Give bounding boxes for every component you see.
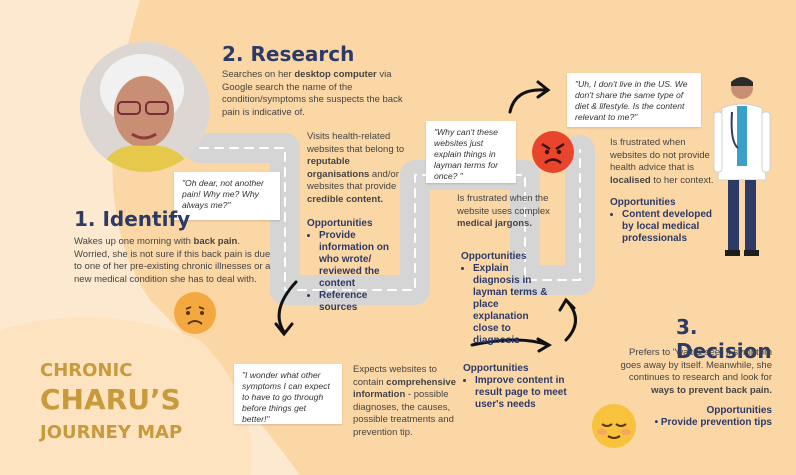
relieved-face-icon xyxy=(592,404,636,448)
jargon-opportunities: Opportunities Explain diagnosis in layma… xyxy=(461,251,551,347)
sad-face-icon xyxy=(174,292,216,334)
jargon-quote: "Why can't these websites just explain t… xyxy=(434,127,498,181)
research-description: Searches on her desktop computer via Goo… xyxy=(222,69,403,118)
decision-opportunities: Opportunities • Provide prevention tips xyxy=(640,405,772,429)
woman-portrait-icon xyxy=(80,42,210,172)
map-title-line1: CHRONIC xyxy=(40,360,133,381)
identify-heading: 1. Identify xyxy=(74,207,191,231)
identify-description: Wakes up one morning with back pain. Wor… xyxy=(74,236,271,285)
journey-road xyxy=(185,133,595,305)
localisation-text: Is frustrated when websites do not provi… xyxy=(610,137,714,186)
avatar-photo xyxy=(80,42,210,172)
comprehensive-text: Expects websites to contain comprehensiv… xyxy=(353,364,456,438)
opportunity-item: Improve content in result page to meet u… xyxy=(475,375,573,411)
angry-face-icon xyxy=(532,131,574,173)
opportunity-item: • Provide prevention tips xyxy=(654,417,772,428)
localisation-quote-bubble: "Uh, I don't live in the US. We don't sh… xyxy=(567,73,701,127)
identify-quote-bubble: "Oh dear, not another pain! Why me? Why … xyxy=(174,172,280,220)
comprehensive-quote: "I wonder what other symptoms I can expe… xyxy=(242,370,330,424)
decision-heading: 3. Decision xyxy=(676,315,772,363)
opportunity-item: Provide information on who wrote/ review… xyxy=(319,230,407,290)
opportunity-item: Content developed by local medical profe… xyxy=(622,209,720,245)
jargon-quote-bubble: "Why can't these websites just explain t… xyxy=(426,121,516,183)
map-title-line3: JOURNEY MAP xyxy=(40,422,183,443)
research-heading: 2. Research xyxy=(222,42,355,66)
research-visits-text: Visits health-related websites that belo… xyxy=(307,131,405,205)
opportunity-item: Explain diagnosis in layman terms & plac… xyxy=(473,263,551,347)
map-title-line2: CHARU’S xyxy=(40,383,181,416)
jargon-text: Is frustrated when the website uses comp… xyxy=(457,193,550,229)
doctor-icon xyxy=(713,77,771,256)
decision-description: Prefers to "wait & see" if symptom goes … xyxy=(620,347,772,396)
identify-quote: "Oh dear, not another pain! Why me? Why … xyxy=(182,178,264,210)
localisation-quote: "Uh, I don't live in the US. We don't sh… xyxy=(575,79,688,122)
comprehensive-opportunities: Opportunities Improve content in result … xyxy=(463,363,573,411)
research-credibility-opportunities: Opportunities Provide information on who… xyxy=(307,218,407,314)
comprehensive-quote-bubble: "I wonder what other symptoms I can expe… xyxy=(234,364,342,424)
opportunity-item: Reference sources xyxy=(319,290,407,314)
localisation-opportunities: Opportunities Content developed by local… xyxy=(610,197,720,245)
journey-arrows xyxy=(274,80,577,353)
